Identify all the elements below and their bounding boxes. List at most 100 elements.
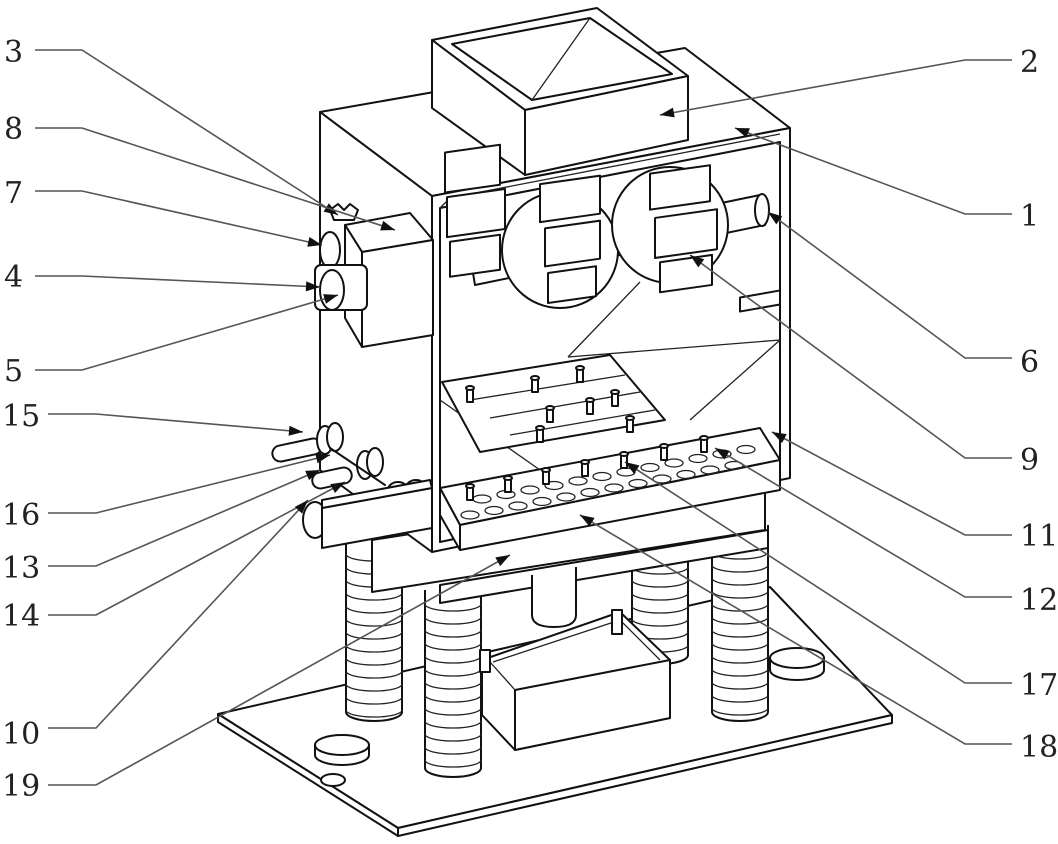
leader-16 xyxy=(48,453,331,514)
sieve-hole xyxy=(652,474,672,484)
spring-coil xyxy=(711,590,769,599)
leader-7 xyxy=(35,190,323,247)
arrowhead xyxy=(305,281,320,292)
sieve-hole xyxy=(676,469,696,480)
spring-coil xyxy=(345,709,403,718)
sieve-hole xyxy=(460,510,480,520)
crushing-rollers xyxy=(444,143,770,309)
spring-coil xyxy=(711,564,769,573)
label-7: 7 xyxy=(4,176,23,211)
vibration-mechanism xyxy=(271,422,433,549)
spring-coil xyxy=(711,707,769,716)
labels-right: 2 1 6 9 11 12 17 18 xyxy=(1020,45,1058,765)
leader-8 xyxy=(35,127,396,231)
spring-column-2 xyxy=(424,590,482,778)
feed-hopper xyxy=(431,7,689,176)
label-14: 14 xyxy=(2,599,40,634)
sieve-hole xyxy=(736,444,756,455)
arrowhead xyxy=(307,237,322,247)
spring-coil xyxy=(711,694,769,703)
arrowhead xyxy=(580,515,595,527)
leader-15 xyxy=(48,413,304,436)
label-1: 1 xyxy=(1020,199,1039,234)
link-rod xyxy=(329,447,386,486)
sieve-hole xyxy=(544,480,564,491)
leader-2 xyxy=(659,59,1012,118)
spring-coil xyxy=(424,655,482,664)
label-17: 17 xyxy=(1020,668,1058,703)
spring-coil xyxy=(345,670,403,679)
leader-10 xyxy=(48,499,309,729)
leader-4 xyxy=(35,275,321,292)
spring-coil xyxy=(424,616,482,625)
bearing-6 xyxy=(754,193,770,227)
base-button-right xyxy=(769,647,825,681)
box-handle-right xyxy=(611,609,623,635)
roller-2 xyxy=(501,174,619,309)
spring-coil xyxy=(711,642,769,651)
sieve-hole xyxy=(604,483,624,493)
arrowhead xyxy=(380,220,395,231)
leader-6 xyxy=(767,211,1012,359)
label-12: 12 xyxy=(1020,583,1058,618)
spring-coil xyxy=(345,605,403,614)
spring-coil xyxy=(424,629,482,638)
label-2: 2 xyxy=(1020,45,1039,80)
arrowhead xyxy=(772,432,787,444)
labels-left: 3 8 7 4 5 15 16 13 14 10 19 xyxy=(2,35,40,804)
label-16: 16 xyxy=(2,498,40,533)
arrowhead xyxy=(625,462,640,474)
leader-1 xyxy=(734,127,1012,215)
spring-coil xyxy=(345,644,403,653)
sieve-tray-18 xyxy=(439,289,781,551)
sieve-hole xyxy=(484,505,504,516)
spring-coil xyxy=(345,657,403,666)
leader-14 xyxy=(48,481,346,616)
spring-coil xyxy=(711,681,769,690)
label-15: 15 xyxy=(2,399,40,434)
sieve-hole xyxy=(688,453,708,464)
arrowhead xyxy=(288,425,303,436)
spring-column-4 xyxy=(711,525,769,722)
spring-coil xyxy=(711,655,769,664)
spring-coil xyxy=(345,683,403,692)
leader-19 xyxy=(48,554,511,786)
discharge-pipe xyxy=(531,567,577,628)
sieve-hole xyxy=(628,478,648,489)
shaft-5 xyxy=(319,269,345,311)
spring-coil xyxy=(345,618,403,627)
arrowhead xyxy=(330,482,345,494)
spring-coil xyxy=(345,631,403,640)
spring-coil xyxy=(345,696,403,705)
spring-coil xyxy=(424,746,482,755)
spring-coil xyxy=(711,668,769,677)
label-8: 8 xyxy=(4,112,23,147)
sieve-upper-17 xyxy=(441,354,666,453)
sieve-hole xyxy=(580,487,600,498)
sieve-hole xyxy=(556,492,576,502)
collection-box xyxy=(479,609,671,751)
spring-coil xyxy=(424,733,482,742)
box-handle-left xyxy=(479,649,491,673)
roller-1 xyxy=(444,143,506,278)
spring-coil xyxy=(424,720,482,729)
arrowhead xyxy=(660,107,675,118)
bearing-7 xyxy=(319,231,341,269)
arrowhead xyxy=(735,128,750,138)
leader-11 xyxy=(771,431,1012,536)
label-10: 10 xyxy=(2,717,40,752)
arrowhead xyxy=(495,555,510,567)
foot-pad xyxy=(320,773,346,787)
spring-coil xyxy=(424,642,482,651)
label-11: 11 xyxy=(1020,519,1058,554)
arrowhead xyxy=(294,500,308,514)
label-9: 9 xyxy=(1020,443,1039,478)
sieve-hole xyxy=(568,476,588,486)
spring-coil xyxy=(711,577,769,586)
spring-coil xyxy=(424,694,482,703)
arrowhead xyxy=(305,470,320,481)
spring-coil xyxy=(345,592,403,601)
leader-13 xyxy=(48,469,321,567)
